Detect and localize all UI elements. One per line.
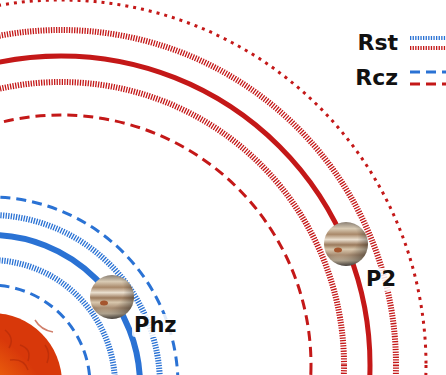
planet-label: P2 [364,268,398,291]
legend-text: Rcz [355,67,398,89]
planet-hz [90,275,134,319]
legend-text: Rst [357,32,398,54]
planet-label: Phz [132,314,179,337]
legend-samples [410,38,446,84]
planet-2 [324,222,368,266]
